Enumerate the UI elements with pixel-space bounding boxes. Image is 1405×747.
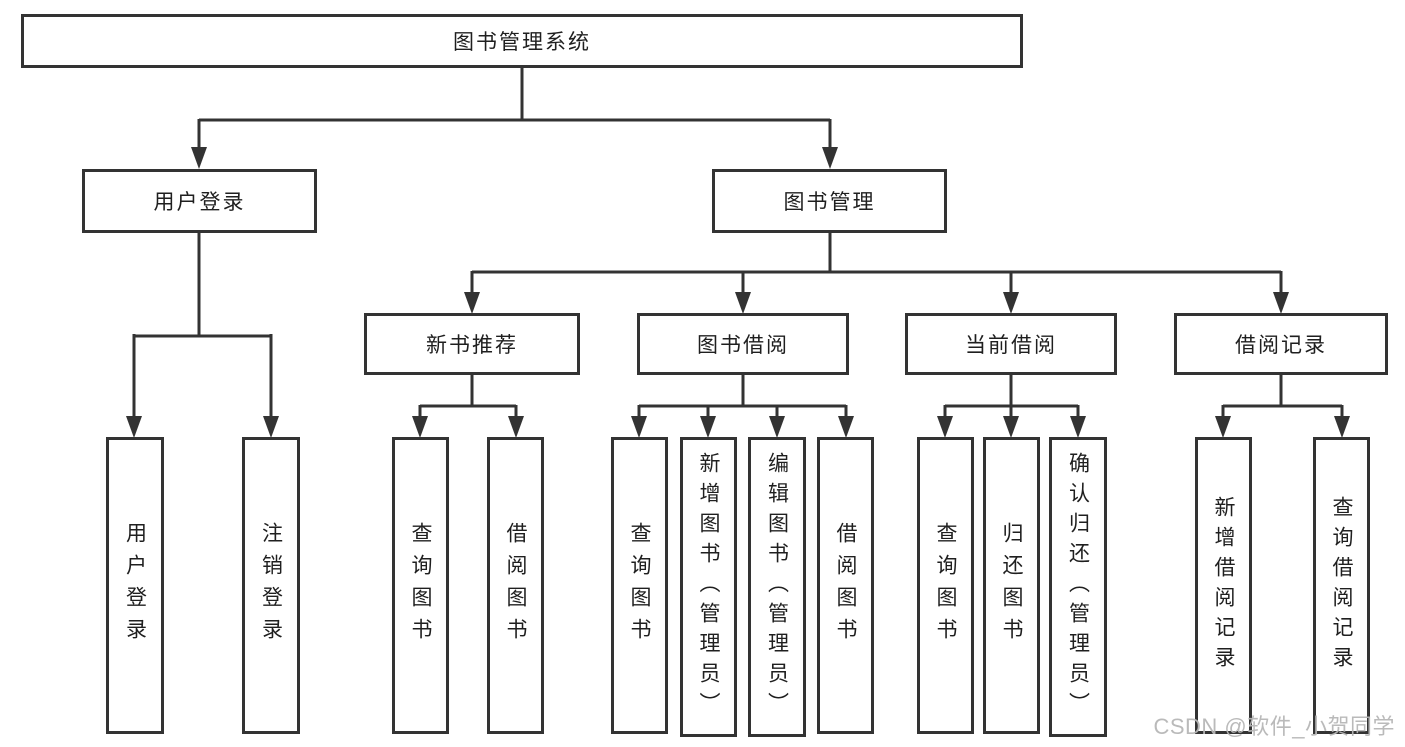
node-leaf-bb-edit-books-admin: 编辑图书（管理员） bbox=[748, 437, 806, 737]
node-leaf-bb-add-books-admin-label: 新增图书（管理员） bbox=[697, 452, 720, 722]
node-current-borrowing: 当前借阅 bbox=[905, 313, 1117, 375]
node-leaf-br-add-record: 新增借阅记录 bbox=[1195, 437, 1252, 734]
node-leaf-cb-return-books-label: 归还图书 bbox=[1000, 521, 1023, 650]
node-book-management-label: 图书管理 bbox=[783, 191, 876, 214]
node-root: 图书管理系统 bbox=[21, 14, 1023, 68]
node-leaf-cb-confirm-return-admin-label: 确认归还（管理员） bbox=[1066, 452, 1090, 722]
node-borrowing-records-label: 借阅记录 bbox=[1235, 334, 1327, 357]
node-user-login-label: 用户登录 bbox=[153, 191, 246, 214]
node-book-borrowing: 图书借阅 bbox=[637, 313, 849, 375]
node-leaf-cb-return-books: 归还图书 bbox=[983, 437, 1040, 734]
node-leaf-bb-borrow-books-label: 借阅图书 bbox=[834, 521, 857, 650]
node-leaf-nbr-borrow-books: 借阅图书 bbox=[487, 437, 544, 734]
node-leaf-bb-edit-books-admin-label: 编辑图书（管理员） bbox=[765, 452, 789, 722]
node-leaf-nbr-query-books: 查询图书 bbox=[392, 437, 449, 734]
node-book-management: 图书管理 bbox=[712, 169, 947, 233]
csdn-watermark: CSDN @软件_小贺同学 bbox=[1153, 714, 1395, 739]
node-leaf-logout: 注销登录 bbox=[242, 437, 300, 734]
node-book-borrowing-label: 图书借阅 bbox=[697, 334, 789, 357]
node-leaf-br-query-record-label: 查询借阅记录 bbox=[1330, 495, 1353, 676]
node-leaf-br-query-record: 查询借阅记录 bbox=[1313, 437, 1370, 734]
node-leaf-cb-confirm-return-admin: 确认归还（管理员） bbox=[1049, 437, 1107, 737]
node-leaf-user-login: 用户登录 bbox=[106, 437, 164, 734]
node-root-label: 图书管理系统 bbox=[453, 31, 591, 54]
node-leaf-logout-label: 注销登录 bbox=[259, 521, 283, 650]
node-leaf-bb-query-books: 查询图书 bbox=[611, 437, 668, 734]
node-leaf-nbr-borrow-books-label: 借阅图书 bbox=[504, 521, 527, 650]
node-leaf-bb-query-books-label: 查询图书 bbox=[628, 521, 651, 650]
node-current-borrowing-label: 当前借阅 bbox=[965, 334, 1057, 357]
node-leaf-br-add-record-label: 新增借阅记录 bbox=[1212, 495, 1235, 676]
node-leaf-cb-query-books: 查询图书 bbox=[917, 437, 974, 734]
node-leaf-bb-borrow-books: 借阅图书 bbox=[817, 437, 874, 734]
node-user-login: 用户登录 bbox=[82, 169, 317, 233]
node-leaf-user-login-label: 用户登录 bbox=[123, 521, 147, 650]
node-borrowing-records: 借阅记录 bbox=[1174, 313, 1388, 375]
node-new-book-recommend: 新书推荐 bbox=[364, 313, 580, 375]
node-leaf-nbr-query-books-label: 查询图书 bbox=[409, 521, 432, 650]
node-new-book-recommend-label: 新书推荐 bbox=[426, 334, 518, 357]
node-leaf-bb-add-books-admin: 新增图书（管理员） bbox=[680, 437, 737, 737]
node-leaf-cb-query-books-label: 查询图书 bbox=[934, 521, 957, 650]
